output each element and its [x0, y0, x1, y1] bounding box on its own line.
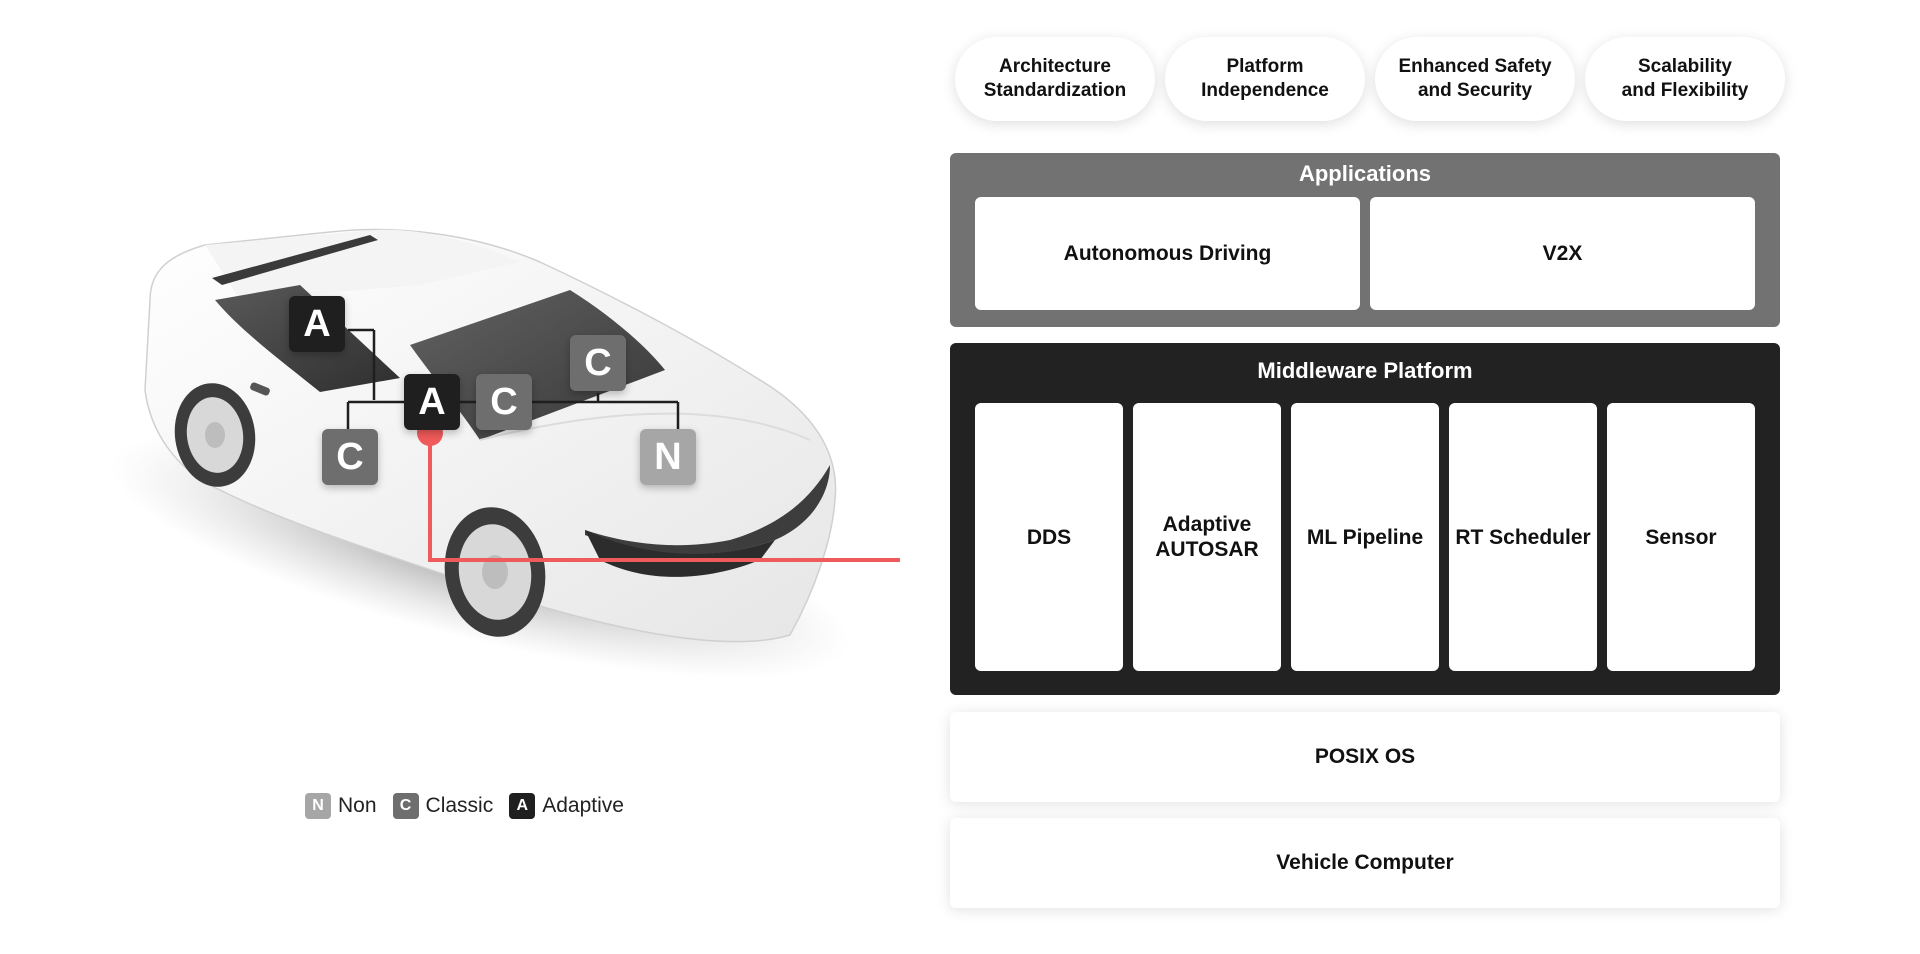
ecu-adaptive-main: A [404, 374, 460, 430]
feature-pill-scalability-flexibility: Scalability and Flexibility [1585, 37, 1785, 121]
layer-posix-os: POSIX OS [950, 712, 1780, 802]
connector-line [428, 433, 900, 562]
legend-badge-adaptive: A [509, 793, 536, 819]
middleware-panel: Middleware Platform DDS Adaptive AUTOSAR… [950, 343, 1780, 695]
legend-label-classic: Classic [425, 794, 494, 817]
ecu-classic-side: C [322, 429, 378, 485]
rear-wheel [174, 383, 256, 487]
legend-label-adaptive: Adaptive [542, 794, 624, 817]
app-autonomous-driving: Autonomous Driving [975, 197, 1360, 310]
middleware-sensor: Sensor [1607, 403, 1755, 671]
car-illustration: AUTOSAR [110, 228, 900, 679]
layer-vehicle-computer: Vehicle Computer [950, 818, 1780, 908]
ecu-classic-front: C [570, 335, 626, 391]
ecu-adaptive-rear: A [289, 296, 345, 352]
applications-title: Applications [1298, 161, 1431, 186]
middleware-dds: DDS [975, 403, 1123, 671]
middleware-ml-pipeline: ML Pipeline [1291, 403, 1439, 671]
car-roof [205, 229, 520, 300]
legend-item-non: N Non [305, 793, 377, 819]
middleware-adaptive-autosar: Adaptive AUTOSAR [1133, 403, 1281, 671]
applications-panel: Applications Autonomous Driving V2X [950, 153, 1780, 327]
legend-label-non: Non [338, 794, 377, 817]
legend-item-adaptive: A Adaptive [509, 793, 624, 819]
ecu-non: N [640, 429, 696, 485]
feature-pill-architecture-standardization: Architecture Standardization [955, 37, 1155, 121]
middleware-title: Middleware Platform [1257, 358, 1473, 383]
feature-pill-platform-independence: Platform Independence [1165, 37, 1365, 121]
car-door-handle [250, 382, 270, 396]
feature-pill-safety-security: Enhanced Safety and Security [1375, 37, 1575, 121]
front-wheel [444, 507, 546, 637]
ecu-classic-center: C [476, 374, 532, 430]
legend-badge-non: N [305, 793, 331, 819]
legend-item-classic: C Classic [392, 793, 494, 819]
legend-badge-classic: C [392, 793, 419, 819]
ecu-legend: N Non C Classic A Adaptive [305, 792, 624, 820]
car-rear-window [212, 235, 378, 285]
car-front-grille [585, 465, 830, 555]
middleware-rt-scheduler: RT Scheduler [1449, 403, 1597, 671]
app-v2x: V2X [1370, 197, 1755, 310]
